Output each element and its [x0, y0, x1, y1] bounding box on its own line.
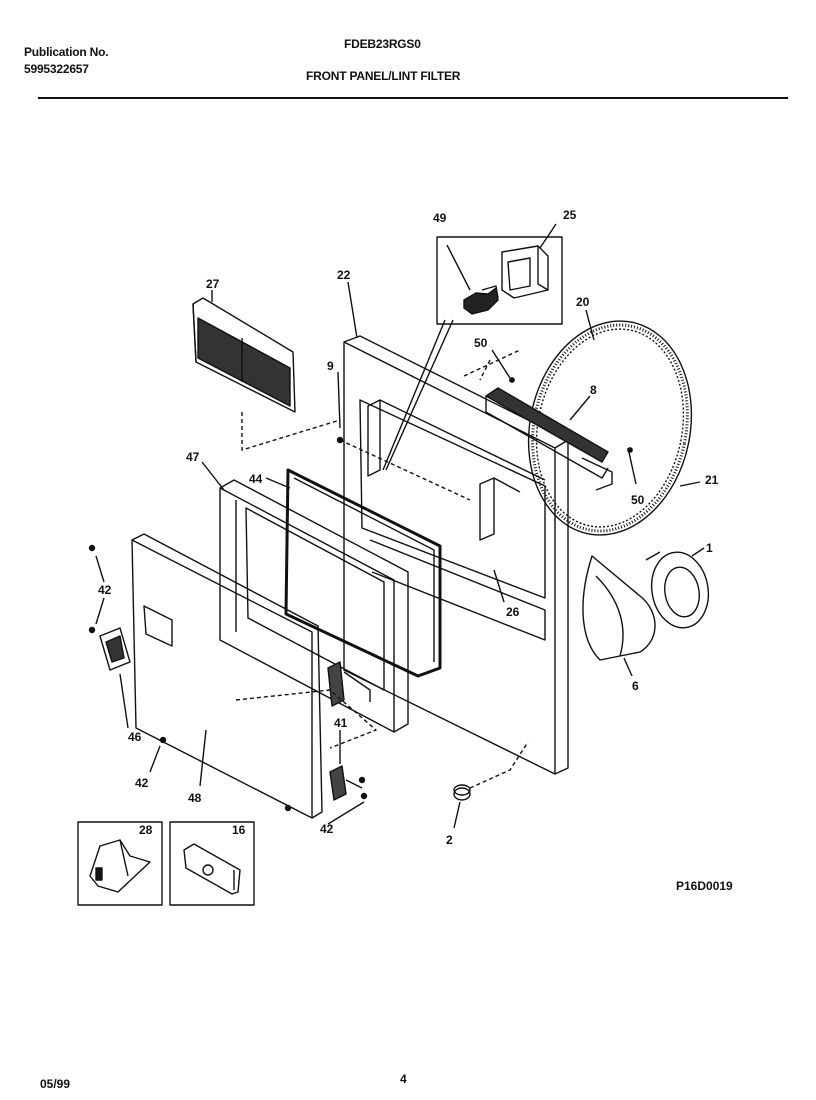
callout-42-bottom: 42: [135, 776, 149, 790]
leader-21: [679, 481, 701, 487]
callout-49: 49: [433, 211, 447, 225]
callout-50-upper: 50: [474, 336, 488, 350]
callout-8: 8: [590, 383, 597, 397]
part-8-lint-duct: [485, 387, 613, 491]
leader-48: [199, 729, 207, 787]
part-50-screw-lower: [627, 447, 637, 485]
inset-box-16: [169, 821, 255, 906]
part-9-screw: [336, 371, 344, 444]
leader-26: [493, 569, 505, 603]
leader-6: [623, 657, 633, 677]
leader-49: [446, 244, 471, 291]
callout-28-inset: 28: [139, 823, 153, 837]
page-number: 4: [400, 1072, 407, 1086]
leader-42-b: [95, 597, 105, 625]
leader-25: [539, 223, 557, 249]
inset-box-28: [77, 821, 163, 906]
callout-26: 26: [506, 605, 520, 619]
leader-2: [453, 801, 461, 829]
callout-42-right: 42: [320, 822, 334, 836]
callout-22: 22: [337, 268, 351, 282]
diagram-code: P16D0019: [676, 879, 733, 893]
part-44-gasket: [284, 468, 442, 678]
part-49-knob: [463, 285, 499, 315]
callout-27: 27: [206, 277, 220, 291]
part-20-21-drum-seal: [527, 320, 693, 536]
part-41-hinge-upper: [327, 661, 371, 707]
leader-47: [201, 461, 225, 491]
callout-6: 6: [632, 679, 639, 693]
leader-inset-2: [385, 319, 454, 471]
part-28-clip: [89, 839, 151, 893]
callout-25: 25: [563, 208, 577, 222]
part-41-hinge-lower: [329, 765, 363, 801]
callout-47: 47: [186, 450, 200, 464]
callout-9: 9: [327, 359, 334, 373]
callout-50-lower: 50: [631, 493, 645, 507]
part-27-lint-filter: [192, 297, 296, 413]
part-6-duct: [582, 555, 656, 661]
dashed-27: [241, 412, 341, 451]
part-1-ring: [645, 551, 710, 629]
part-16-bracket: [183, 843, 241, 895]
callout-44: 44: [249, 472, 263, 486]
dashed-2: [469, 741, 529, 789]
part-25-switch: [501, 245, 549, 299]
callout-42-left: 42: [98, 583, 112, 597]
leader-20: [585, 309, 595, 341]
part-2-foot: [453, 784, 471, 801]
header-rule: [38, 97, 788, 99]
leader-42-d: [327, 801, 365, 825]
publication-label: Publication No.: [24, 45, 109, 59]
callout-20: 20: [576, 295, 590, 309]
leader-inset: [382, 319, 446, 471]
leader-1: [691, 547, 705, 557]
callout-48: 48: [188, 791, 202, 805]
part-46-latch: [99, 627, 131, 671]
callout-46: 46: [128, 730, 142, 744]
leader-8: [569, 395, 591, 421]
part-50-screw-upper: [491, 349, 515, 383]
leader-46: [119, 673, 129, 729]
part-47-inner-door: [219, 479, 409, 733]
part-26-bracket: [479, 477, 521, 541]
part-48-door: [131, 533, 323, 819]
part-42-screws: [88, 544, 368, 812]
section-title: FRONT PANEL/LINT FILTER: [306, 69, 461, 83]
print-date: 05/99: [40, 1077, 71, 1091]
callout-2: 2: [446, 833, 453, 847]
callout-41: 41: [334, 716, 348, 730]
leader-42-c: [149, 745, 161, 773]
model-number: FDEB23RGS0: [344, 37, 421, 51]
callout-16-inset: 16: [232, 823, 246, 837]
leader-44: [265, 477, 291, 489]
inset-box-49-25: [436, 236, 563, 325]
leader-42-a: [95, 555, 105, 583]
callout-21: 21: [705, 473, 719, 487]
leader-22: [347, 281, 358, 339]
publication-number: 5995322657: [24, 62, 89, 76]
callout-labels: 49 25 27 22 20 9 50 8 47 44 50 21 1 42 2…: [98, 208, 719, 847]
callout-1: 1: [706, 541, 713, 555]
